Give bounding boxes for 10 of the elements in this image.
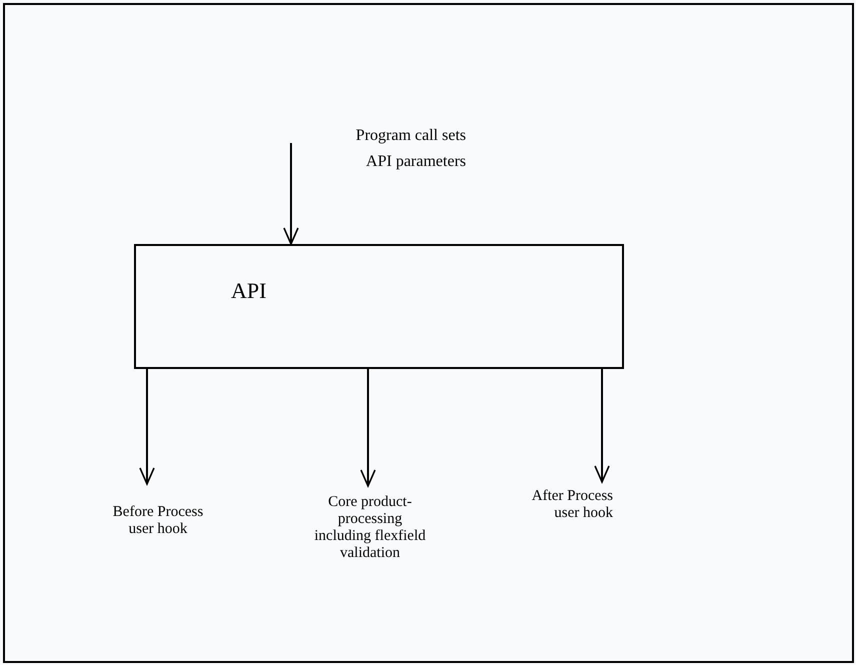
arrow xyxy=(139,369,155,485)
arrow xyxy=(594,369,610,483)
process-label: Before Process user hook xyxy=(112,504,204,537)
process-label: Core product-processing including flexfield validation xyxy=(314,494,426,561)
process-label: After Process user hook xyxy=(532,488,613,521)
arrow xyxy=(360,369,376,487)
edge-label: Program call sets API parameters xyxy=(354,126,466,172)
process-box xyxy=(134,244,624,369)
box-title: API xyxy=(231,278,266,303)
arrow xyxy=(283,143,299,245)
